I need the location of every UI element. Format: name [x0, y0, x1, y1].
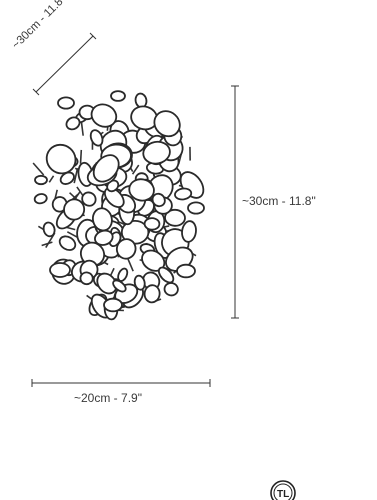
width-dimension-line — [31, 379, 211, 387]
disc-shape — [151, 192, 166, 208]
stem-line — [109, 267, 115, 276]
stem-line — [32, 162, 45, 176]
disc-shape — [128, 178, 155, 202]
disc-shape — [34, 174, 48, 186]
disc-shape — [142, 140, 171, 165]
stem-line — [41, 241, 53, 247]
disc-shape — [57, 96, 75, 110]
width-dimension-label: ~20cm - 7.9" — [74, 391, 142, 405]
disc-shape — [187, 201, 205, 215]
disc-shape — [133, 274, 146, 291]
disc-shape — [143, 217, 161, 231]
stem-line — [73, 167, 79, 184]
disc-shape — [94, 229, 114, 246]
disc-shape — [163, 282, 179, 297]
disc-shape — [181, 220, 197, 243]
intertek-etl-listed-icon: TL — [270, 480, 296, 500]
disc-shape — [79, 271, 94, 286]
disc-shape — [164, 208, 186, 227]
stem-line — [79, 149, 83, 164]
stem-line — [131, 164, 140, 175]
depth-dimension-line — [32, 32, 97, 96]
disc-shape — [42, 221, 56, 238]
disc-shape — [58, 235, 77, 251]
disc-shape — [81, 191, 97, 207]
disc-shape — [89, 129, 104, 147]
disc-shape — [103, 297, 123, 313]
height-dimension-label: ~30cm - 11.8" — [242, 194, 316, 208]
chandelier-illustration — [32, 90, 205, 321]
disc-shape — [96, 272, 118, 295]
disc-shape — [63, 198, 86, 221]
svg-text:TL: TL — [277, 489, 289, 500]
disc-shape — [65, 116, 81, 131]
disc-shape — [92, 154, 120, 183]
disc-shape — [110, 90, 126, 102]
height-dimension-line — [231, 85, 239, 319]
disc-shape — [90, 103, 118, 128]
disc-shape — [45, 143, 77, 175]
disc-shape — [103, 187, 125, 208]
disc-shape — [153, 110, 181, 138]
disc-shape — [176, 263, 196, 279]
stem-line — [126, 257, 134, 272]
disc-shape — [115, 238, 137, 260]
stem-line — [74, 191, 81, 200]
disc-shape — [143, 284, 161, 304]
disc-shape — [174, 187, 193, 201]
stem-line — [48, 175, 55, 183]
disc-shape — [112, 279, 127, 293]
disc-shape — [33, 193, 48, 205]
disc-shape — [157, 266, 175, 284]
disc-shape — [49, 262, 71, 278]
